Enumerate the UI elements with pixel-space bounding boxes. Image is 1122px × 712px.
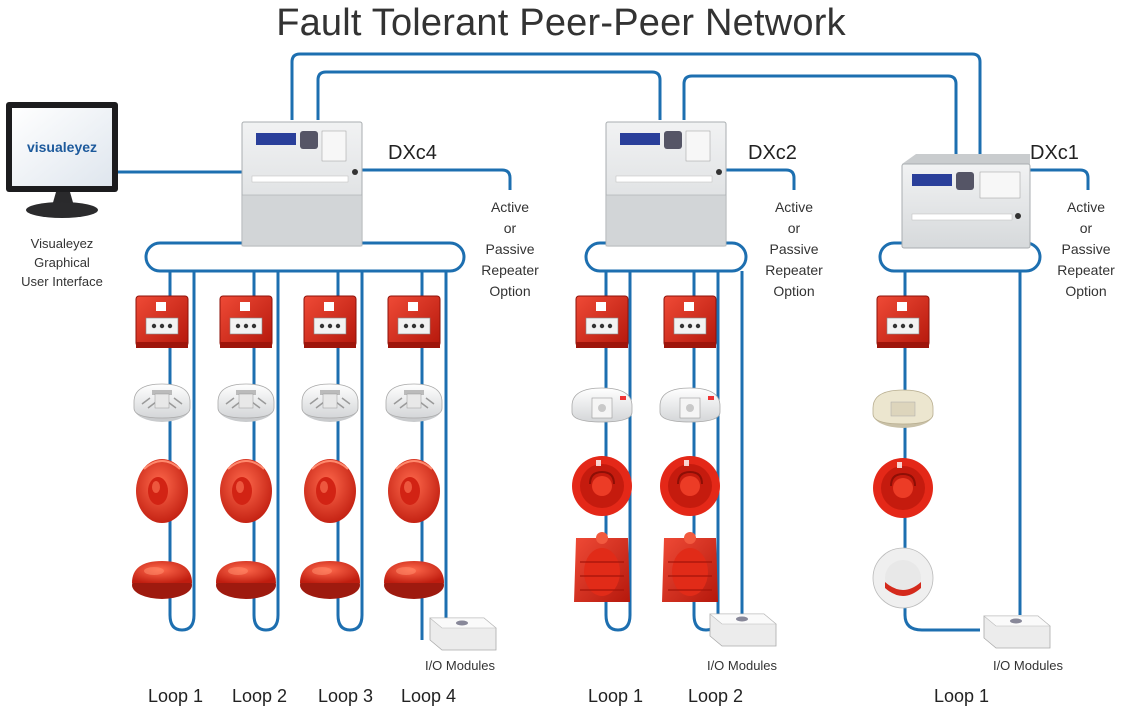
- smoke-detector-icon: [872, 389, 934, 429]
- sounder-beacon-icon: [573, 531, 631, 603]
- io-modules-label: I/O Modules: [706, 658, 778, 673]
- beacon-icon: [872, 547, 934, 609]
- caption-line: Graphical: [34, 255, 90, 270]
- loop-label: Loop 1: [588, 686, 644, 706]
- loop-label: Loop 3: [318, 686, 374, 706]
- network-inner-link-a: [316, 70, 662, 120]
- call-point-icon: [219, 295, 273, 349]
- dxc2-devices: [571, 295, 777, 647]
- repeater-dxc2: [726, 168, 796, 190]
- repeater-line: Repeater: [1057, 262, 1115, 278]
- controller-name-dxc4: DXc4: [388, 142, 437, 164]
- heat-detector-icon: [659, 387, 721, 423]
- beacon-icon: [216, 561, 276, 599]
- dxc4-devices: [132, 295, 497, 651]
- io-module-icon: [983, 615, 1051, 649]
- repeater-line: Active: [1066, 199, 1106, 215]
- controller-name-dxc1: DXc1: [1030, 142, 1079, 164]
- repeater-dxc1: [1028, 168, 1090, 190]
- screen-brand-text: visualeyez: [27, 139, 97, 155]
- repeater-line: or: [787, 220, 801, 236]
- io-modules-label: I/O Modules: [992, 658, 1064, 673]
- loop-label: Loop 1: [148, 686, 204, 706]
- repeater-option-label: Active or Passive Repeater Option: [472, 197, 548, 302]
- sounder-icon: [303, 458, 357, 524]
- controller-panel-dxc1[interactable]: [901, 154, 1031, 249]
- repeater-line: Option: [489, 283, 531, 299]
- sounder-icon: [872, 457, 934, 519]
- repeater-line: Passive: [485, 241, 535, 257]
- io-module-icon: [429, 617, 497, 651]
- workstation-monitor[interactable]: visualeyez: [6, 102, 118, 218]
- dxc1-devices: [872, 295, 1051, 649]
- peer-network-cable: [118, 52, 1090, 190]
- smoke-detector-icon: [385, 383, 443, 423]
- sounder-beacon-icon: [661, 531, 719, 603]
- controller-name-dxc2: DXc2: [748, 142, 797, 164]
- workstation-caption: Visualeyez Graphical User Interface: [4, 234, 120, 291]
- sounder-icon: [659, 455, 721, 517]
- loop-label: Loop 1: [934, 686, 990, 706]
- repeater-line: Active: [774, 199, 814, 215]
- network-inner-link-b: [682, 74, 958, 160]
- smoke-detector-icon: [301, 383, 359, 423]
- caption-line: User Interface: [21, 274, 103, 289]
- beacon-icon: [300, 561, 360, 599]
- repeater-line: Option: [1065, 283, 1107, 299]
- loop-label: Loop 2: [688, 686, 744, 706]
- call-point-icon: [575, 295, 629, 349]
- repeater-option-label: Active or Passive Repeater Option: [1050, 197, 1122, 302]
- repeater-line: Option: [773, 283, 815, 299]
- repeater-line: Repeater: [765, 262, 823, 278]
- io-modules-label: I/O Modules: [424, 658, 496, 673]
- beacon-icon: [132, 561, 192, 599]
- repeater-dxc4: [362, 168, 512, 190]
- repeater-option-label: Active or Passive Repeater Option: [756, 197, 832, 302]
- heat-detector-icon: [571, 387, 633, 423]
- smoke-detector-icon: [217, 383, 275, 423]
- repeater-line: Passive: [769, 241, 819, 257]
- sounder-icon: [219, 458, 273, 524]
- call-point-icon: [663, 295, 717, 349]
- controller-panel-dxc4[interactable]: [241, 121, 363, 247]
- repeater-line: Passive: [1061, 241, 1111, 257]
- page-title: Fault Tolerant Peer-Peer Network: [276, 2, 846, 44]
- beacon-icon: [384, 561, 444, 599]
- sounder-icon: [387, 458, 441, 524]
- loop-label: Loop 2: [232, 686, 288, 706]
- network-outer-ring: [290, 52, 982, 160]
- sounder-icon: [571, 455, 633, 517]
- loop-label: Loop 4: [401, 686, 457, 706]
- repeater-line: or: [1079, 220, 1093, 236]
- repeater-line: or: [503, 220, 517, 236]
- repeater-line: Active: [490, 199, 530, 215]
- repeater-line: Repeater: [481, 262, 539, 278]
- call-point-icon: [876, 295, 930, 349]
- bus-dxc2: [584, 241, 748, 273]
- loop-wires: [168, 271, 1022, 640]
- call-point-icon: [135, 295, 189, 349]
- bus-dxc4: [144, 241, 466, 273]
- smoke-detector-icon: [133, 383, 191, 423]
- call-point-icon: [387, 295, 441, 349]
- call-point-icon: [303, 295, 357, 349]
- io-module-icon: [709, 613, 777, 647]
- caption-line: Visualeyez: [30, 236, 94, 251]
- controller-panel-dxc2[interactable]: [605, 121, 727, 247]
- sounder-icon: [135, 458, 189, 524]
